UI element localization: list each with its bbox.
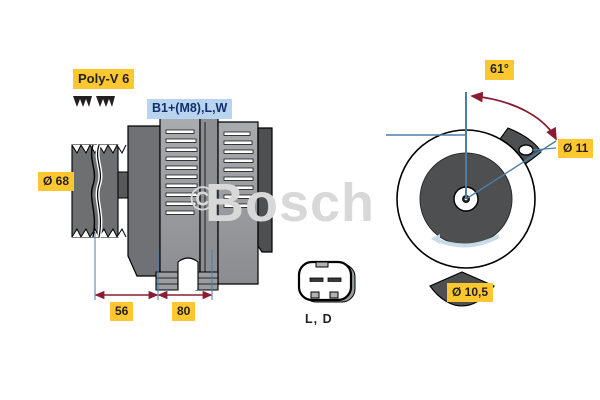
poly-v-belt-icon bbox=[73, 96, 115, 107]
connector-body bbox=[297, 260, 353, 302]
cooling-slots-front bbox=[165, 129, 198, 215]
upper-lug-hole bbox=[518, 144, 534, 156]
connector-latch bbox=[315, 261, 329, 268]
terminal-blade-d bbox=[327, 277, 342, 282]
bosch-watermark: Bosch bbox=[205, 173, 376, 233]
callout-connector-pins: L, D bbox=[305, 312, 333, 326]
callout-poly-v: Poly-V 6 bbox=[73, 69, 135, 89]
mounting-feet bbox=[155, 257, 219, 291]
terminal-blade-l bbox=[309, 277, 324, 282]
connector-pocket-left bbox=[310, 291, 320, 299]
callout-angle-61: 61° bbox=[485, 60, 514, 80]
callout-pulley-diameter: Ø 68 bbox=[38, 172, 75, 191]
cooling-slots-rear bbox=[223, 131, 254, 208]
callout-dim-80: 80 bbox=[172, 302, 196, 321]
callout-dim-56: 56 bbox=[110, 302, 134, 321]
rotation-arrow bbox=[431, 234, 500, 248]
callout-hole-11: Ø 11 bbox=[558, 139, 594, 158]
rear-cover bbox=[257, 127, 273, 253]
connector-detail-group bbox=[297, 260, 356, 303]
end-view-group bbox=[386, 91, 557, 307]
angle-arc-61 bbox=[470, 91, 557, 141]
angle-leader-line bbox=[465, 140, 557, 200]
poly-v-pulley bbox=[71, 143, 129, 239]
callout-hole-105: Ø 10,5 bbox=[447, 283, 494, 302]
callout-terminals: B1+(M8),L,W bbox=[147, 99, 233, 119]
connector-pocket-right bbox=[329, 291, 339, 299]
copyright-watermark-icon: © bbox=[190, 180, 216, 218]
leader-d11 bbox=[532, 147, 557, 151]
